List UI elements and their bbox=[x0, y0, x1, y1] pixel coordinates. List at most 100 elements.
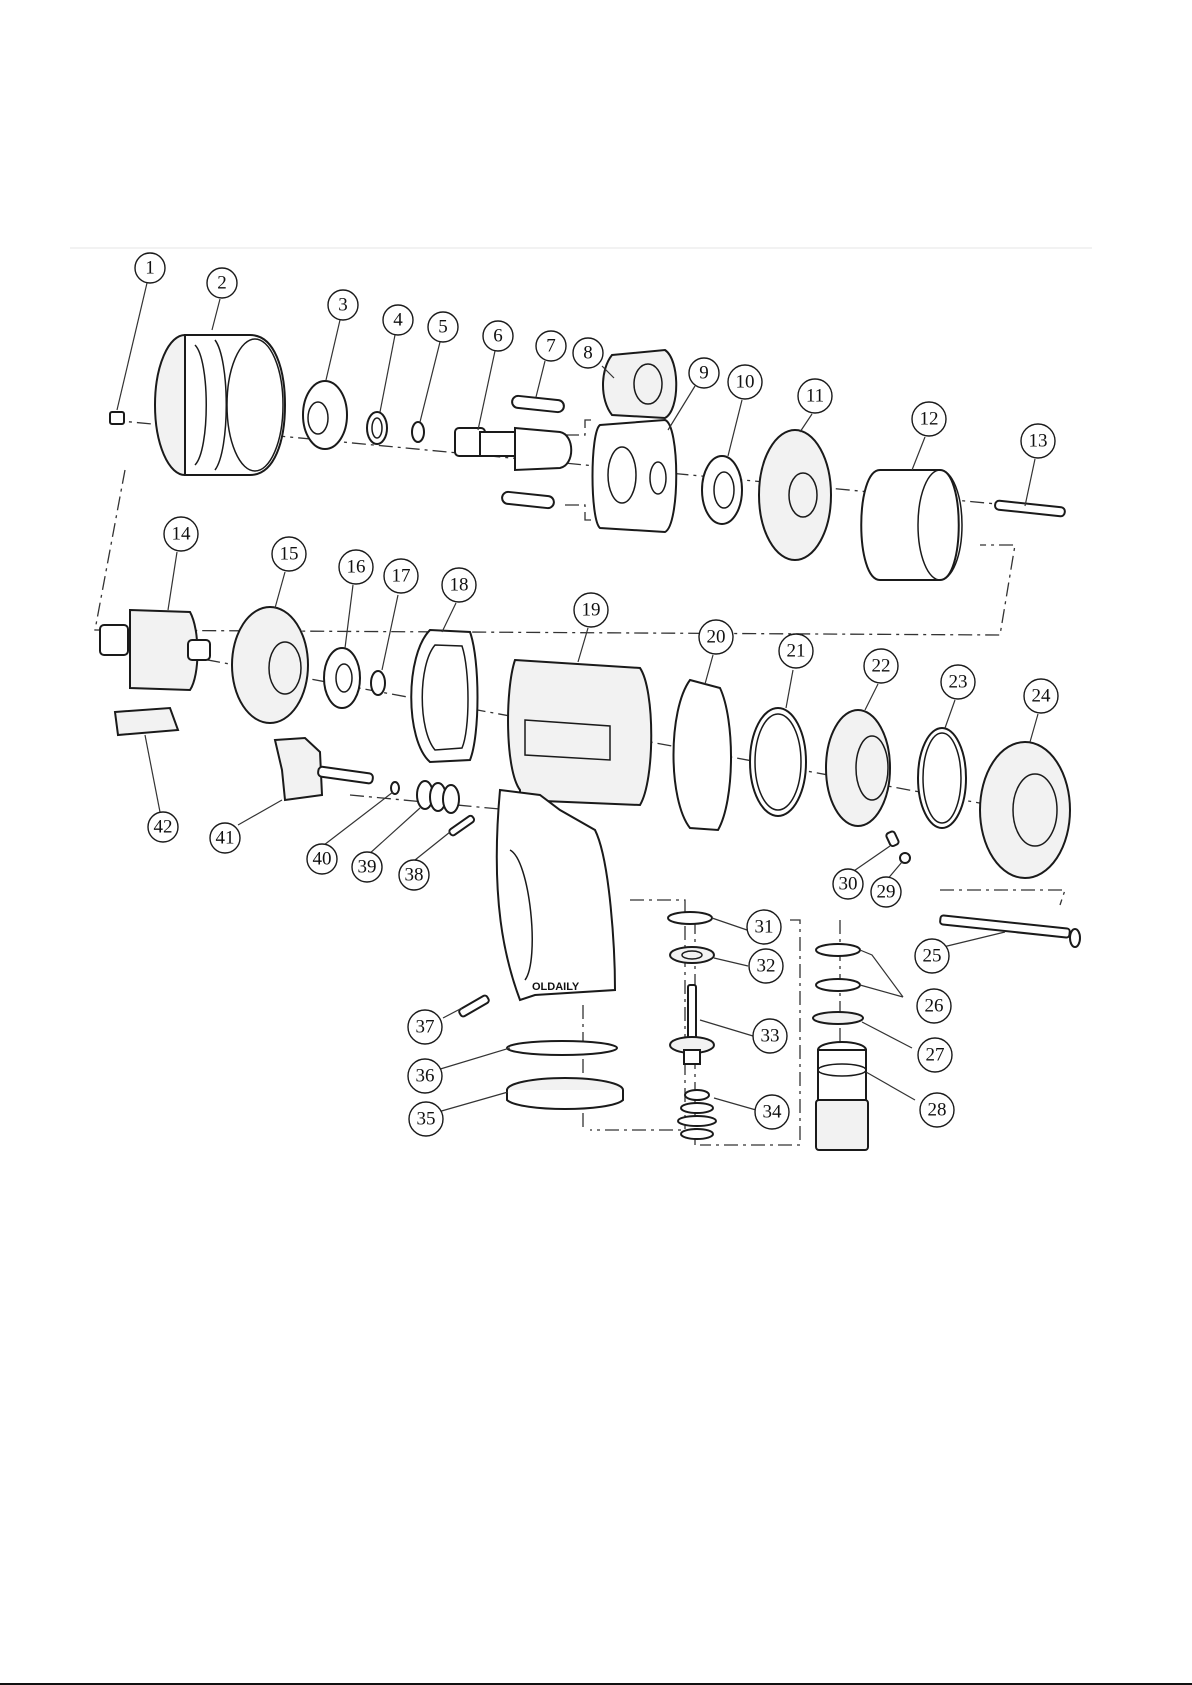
part-41-trigger bbox=[275, 738, 373, 800]
part-14-rotor bbox=[100, 610, 210, 690]
svg-text:37: 37 bbox=[416, 1017, 435, 1038]
svg-text:23: 23 bbox=[949, 672, 968, 693]
callout-11: 11 bbox=[798, 379, 832, 413]
callout-39: 39 bbox=[352, 852, 382, 882]
svg-text:13: 13 bbox=[1029, 431, 1048, 452]
callout-16: 16 bbox=[339, 550, 373, 584]
part-22-reverse-valve bbox=[826, 710, 890, 826]
part-2-front-housing bbox=[155, 335, 285, 475]
part-9-hammer-cage bbox=[593, 420, 677, 532]
part-3-washer bbox=[303, 381, 347, 449]
svg-text:36: 36 bbox=[416, 1066, 435, 1087]
part-30-spring bbox=[885, 831, 899, 847]
svg-text:32: 32 bbox=[757, 956, 776, 977]
svg-text:1: 1 bbox=[145, 258, 155, 279]
svg-text:4: 4 bbox=[393, 310, 403, 331]
callout-10: 10 bbox=[728, 365, 762, 399]
callout-28: 28 bbox=[920, 1093, 954, 1127]
part-27-washer bbox=[813, 1012, 863, 1024]
svg-text:30: 30 bbox=[839, 874, 858, 895]
part-15-front-end-plate bbox=[232, 607, 308, 723]
callout-26: 26 bbox=[917, 989, 951, 1023]
callout-8: 8 bbox=[573, 338, 603, 368]
part-33-valve-stem bbox=[670, 985, 714, 1064]
part-19-housing: OLDAILY bbox=[497, 660, 651, 1000]
callout-4: 4 bbox=[383, 305, 413, 335]
callout-34: 34 bbox=[755, 1095, 789, 1129]
part-32-seal bbox=[670, 947, 714, 963]
callout-25: 25 bbox=[915, 939, 949, 973]
svg-text:3: 3 bbox=[338, 295, 348, 316]
callout-35: 35 bbox=[409, 1102, 443, 1136]
part-17-snap-ring bbox=[371, 671, 385, 695]
part-38-pin bbox=[448, 815, 475, 837]
part-21-o-ring bbox=[750, 708, 806, 816]
part-39-spring bbox=[417, 781, 459, 813]
part-10-bearing bbox=[702, 456, 742, 524]
callout-41: 41 bbox=[210, 823, 240, 853]
callout-7: 7 bbox=[536, 331, 566, 361]
part-35-end-cap bbox=[507, 1078, 623, 1109]
callout-12: 12 bbox=[912, 402, 946, 436]
callout-14: 14 bbox=[164, 517, 198, 551]
svg-text:18: 18 bbox=[450, 575, 469, 596]
part-12-cylinder bbox=[861, 470, 962, 580]
callout-20: 20 bbox=[699, 620, 733, 654]
callout-24: 24 bbox=[1024, 679, 1058, 713]
part-13-pin bbox=[995, 500, 1066, 516]
callout-2: 2 bbox=[207, 268, 237, 298]
callout-37: 37 bbox=[408, 1010, 442, 1044]
svg-text:5: 5 bbox=[438, 317, 448, 338]
svg-text:33: 33 bbox=[761, 1026, 780, 1047]
brand-logo: OLDAILY bbox=[532, 981, 580, 993]
svg-text:16: 16 bbox=[347, 557, 366, 578]
svg-text:28: 28 bbox=[928, 1100, 947, 1121]
svg-text:29: 29 bbox=[877, 882, 896, 903]
svg-text:6: 6 bbox=[493, 326, 503, 347]
part-18-gasket bbox=[411, 630, 477, 762]
svg-text:38: 38 bbox=[405, 865, 424, 886]
callout-18: 18 bbox=[442, 568, 476, 602]
callout-13: 13 bbox=[1021, 424, 1055, 458]
callout-17: 17 bbox=[384, 559, 418, 593]
svg-text:17: 17 bbox=[392, 566, 411, 587]
part-20-gasket bbox=[674, 680, 732, 830]
svg-text:22: 22 bbox=[872, 656, 891, 677]
part-23-o-ring bbox=[918, 728, 966, 828]
callout-32: 32 bbox=[749, 949, 783, 983]
callout-23: 23 bbox=[941, 665, 975, 699]
svg-text:24: 24 bbox=[1032, 686, 1052, 707]
svg-text:21: 21 bbox=[787, 641, 806, 662]
svg-text:9: 9 bbox=[699, 363, 709, 384]
svg-text:35: 35 bbox=[417, 1109, 436, 1130]
svg-text:41: 41 bbox=[216, 828, 235, 849]
callout-6: 6 bbox=[483, 321, 513, 351]
part-16-bearing bbox=[324, 648, 360, 708]
part-28-air-inlet bbox=[816, 1042, 868, 1150]
callout-30: 30 bbox=[833, 869, 863, 899]
svg-text:2: 2 bbox=[217, 273, 227, 294]
callout-5: 5 bbox=[428, 312, 458, 342]
part-29-ball bbox=[900, 853, 910, 863]
svg-text:11: 11 bbox=[806, 386, 824, 407]
svg-text:25: 25 bbox=[923, 946, 942, 967]
part-6-anvil bbox=[455, 428, 571, 470]
svg-text:26: 26 bbox=[925, 996, 944, 1017]
svg-text:12: 12 bbox=[920, 409, 939, 430]
callout-27: 27 bbox=[918, 1038, 952, 1072]
part-1-screw bbox=[110, 412, 124, 424]
callout-38: 38 bbox=[399, 860, 429, 890]
svg-text:14: 14 bbox=[172, 524, 192, 545]
part-34-spring bbox=[678, 1090, 716, 1139]
svg-text:10: 10 bbox=[736, 372, 755, 393]
svg-text:20: 20 bbox=[707, 627, 726, 648]
svg-text:42: 42 bbox=[154, 817, 173, 838]
callout-3: 3 bbox=[328, 290, 358, 320]
part-42-rotor-blade bbox=[115, 708, 178, 735]
svg-text:34: 34 bbox=[763, 1102, 783, 1123]
svg-text:40: 40 bbox=[313, 849, 332, 870]
part-11-rear-end-plate bbox=[759, 430, 831, 560]
svg-text:39: 39 bbox=[358, 857, 377, 878]
part-31-washer bbox=[668, 912, 712, 924]
